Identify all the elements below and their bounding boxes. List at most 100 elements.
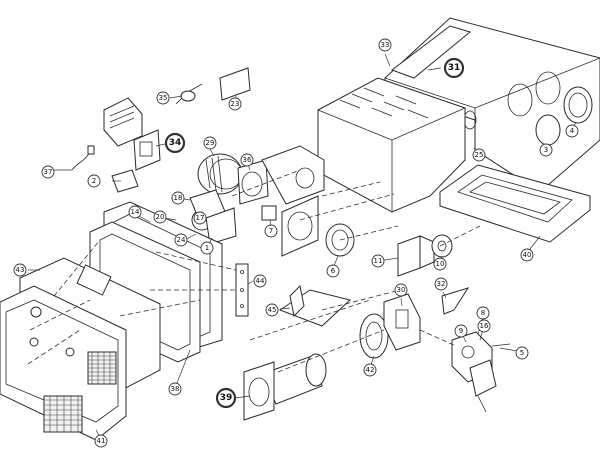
callout-36: 36	[240, 153, 254, 167]
callout-18: 18	[171, 191, 185, 205]
callout-9: 9	[454, 324, 468, 338]
callout-32: 32	[434, 277, 448, 291]
relay-part	[111, 169, 139, 193]
small-bracket-part	[261, 205, 277, 221]
motor-mount-part	[261, 145, 325, 205]
callout-30-label: 30	[397, 286, 406, 294]
callout-42: 42	[363, 363, 377, 377]
callout-5: 5	[515, 346, 529, 360]
upper-grille	[87, 351, 117, 385]
callout-1-label: 1	[205, 244, 209, 252]
callout-17-label: 17	[196, 214, 205, 222]
callout-37-label: 37	[44, 168, 53, 176]
callout-11-label: 11	[374, 257, 383, 265]
cover-plate-23	[219, 67, 251, 101]
callout-1: 1	[200, 241, 214, 255]
callout-7-label: 7	[269, 227, 273, 235]
callout-38-label: 38	[171, 385, 180, 393]
mount-plate-part	[205, 207, 237, 245]
callout-6-label: 6	[331, 267, 336, 275]
vent-disc-part	[535, 114, 561, 146]
vent-cap-part	[563, 86, 593, 124]
inner-housing-part	[317, 77, 466, 213]
callout-43: 43	[13, 263, 27, 277]
gas-valve-part	[451, 331, 511, 413]
callout-30: 30	[394, 283, 408, 297]
callout-2-label: 2	[92, 177, 96, 185]
callout-6: 6	[326, 264, 340, 278]
callout-31-label: 31	[448, 63, 461, 73]
callout-7: 7	[264, 224, 278, 238]
callout-20: 20	[153, 210, 167, 224]
callout-31: 31	[443, 57, 465, 79]
callout-40: 40	[520, 248, 534, 262]
callout-44-label: 44	[256, 277, 265, 285]
wire-harness-part	[71, 145, 95, 171]
washer-part	[431, 234, 453, 258]
callout-37: 37	[41, 165, 55, 179]
flue-tube-part	[243, 353, 327, 421]
callout-10-label: 10	[436, 260, 445, 268]
callout-42-label: 42	[366, 366, 375, 374]
assembly-guide-lines	[27, 169, 481, 373]
gasket-frame-part	[439, 164, 591, 243]
callout-29-label: 29	[206, 139, 215, 147]
callout-34: 34	[164, 132, 186, 154]
callout-38: 38	[168, 382, 182, 396]
callout-45-label: 45	[268, 306, 277, 314]
callout-33-label: 33	[381, 41, 390, 49]
callout-5-label: 5	[520, 349, 524, 357]
callout-35: 35	[156, 91, 170, 105]
callout-32-label: 32	[437, 280, 446, 288]
combustion-plate-part	[281, 195, 319, 257]
callout-16: 16	[477, 319, 491, 333]
callout-20-label: 20	[156, 213, 165, 221]
callout-24: 24	[174, 233, 188, 247]
baffle-part	[278, 284, 352, 327]
callout-25: 25	[472, 148, 486, 162]
clip-32-part	[441, 287, 470, 315]
blower-housing-part	[237, 159, 269, 205]
callout-41-label: 41	[97, 437, 106, 445]
circuit-board-part	[103, 97, 143, 147]
callout-43-label: 43	[16, 266, 25, 274]
callout-33: 33	[378, 38, 392, 52]
callout-34-label: 34	[169, 138, 182, 148]
callout-4: 4	[565, 124, 579, 138]
callout-45: 45	[265, 303, 279, 317]
callout-3: 3	[539, 143, 553, 157]
callout-14: 14	[128, 205, 142, 219]
callout-9-label: 9	[459, 327, 463, 335]
control-module-part	[133, 129, 161, 171]
callout-8: 8	[476, 306, 490, 320]
igniter-bracket-part	[397, 235, 435, 277]
callout-23: 23	[228, 97, 242, 111]
sensor-lead-part	[175, 83, 203, 105]
callout-17: 17	[193, 211, 207, 225]
callout-41: 41	[94, 434, 108, 448]
burner-assembly-part	[359, 293, 421, 359]
strip-bracket-part	[235, 263, 249, 317]
callout-39-label: 39	[220, 393, 233, 403]
callout-25-label: 25	[475, 151, 484, 159]
callout-29: 29	[203, 136, 217, 150]
callout-4-label: 4	[570, 127, 575, 135]
callout-36-label: 36	[243, 156, 252, 164]
callout-11: 11	[371, 254, 385, 268]
callout-24-label: 24	[177, 236, 186, 244]
callout-16-label: 16	[480, 322, 489, 330]
blower-wheel-part	[197, 153, 243, 195]
callout-39: 39	[215, 387, 237, 409]
callout-44: 44	[253, 274, 267, 288]
callout-23-label: 23	[231, 100, 240, 108]
callout-35-label: 35	[159, 94, 168, 102]
access-door-part	[0, 285, 127, 441]
callout-3-label: 3	[544, 146, 548, 154]
callout-14-label: 14	[131, 208, 140, 216]
callout-2: 2	[87, 174, 101, 188]
lower-grille	[43, 395, 83, 433]
callout-10: 10	[433, 257, 447, 271]
callout-8-label: 8	[481, 309, 485, 317]
callout-40-label: 40	[523, 251, 532, 259]
